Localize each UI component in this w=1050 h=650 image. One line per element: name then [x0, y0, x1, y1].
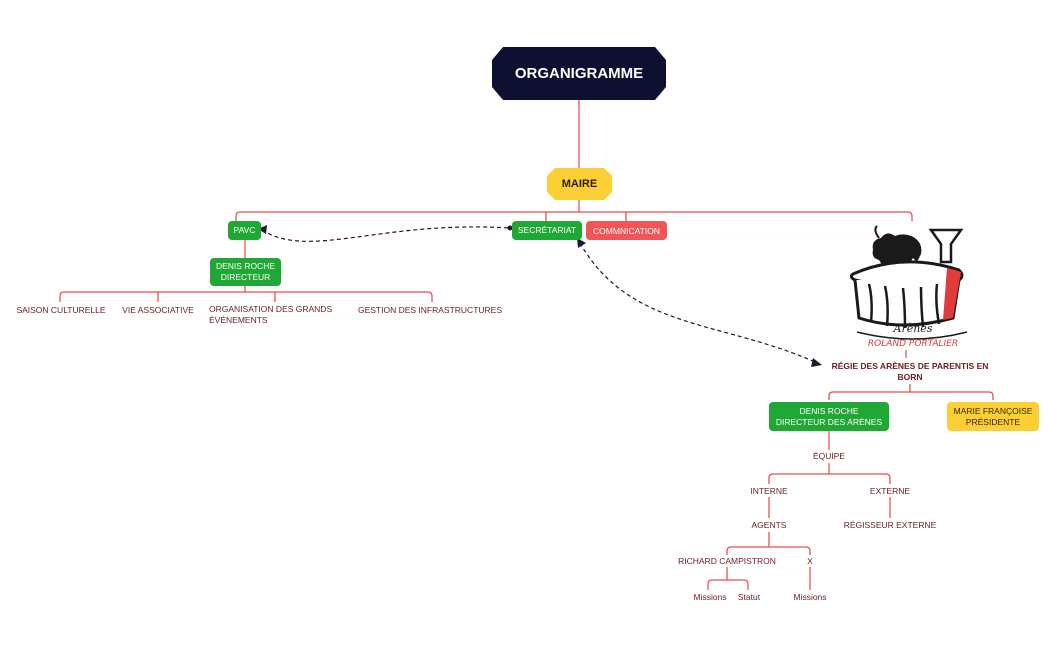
dashed-link-pavc-secretariat	[261, 226, 511, 242]
pavc-director-name: DENIS ROCHE	[215, 261, 276, 271]
arenes-director-node: DENIS ROCHE DIRECTEUR DES ARÈNES	[769, 402, 889, 431]
presidente-role: PRÉSIDENTE	[965, 416, 1021, 427]
arenes-director-role: DIRECTEUR DES ARÈNES	[775, 416, 883, 427]
title-node: ORGANIGRAMME	[514, 65, 644, 82]
grands-evenements-node: ORGANISATION DES GRANDS ÉVÉNEMENTS	[209, 304, 349, 328]
logo-arena-red	[943, 268, 961, 320]
logo-tower	[928, 228, 964, 264]
secretariat-node: SECRÉTARIAT	[512, 221, 582, 240]
grands-evenements-line2: ÉVÉNEMENTS	[209, 315, 268, 325]
presidente-node: MARIE FRANÇOISE PRÉSIDENTE	[947, 402, 1039, 431]
title-hexagon	[492, 47, 666, 100]
statut-node: Statut	[737, 591, 761, 602]
grands-evenements-line1: ORGANISATION DES GRANDS	[209, 304, 333, 314]
pavc-director-role: DIRECTEUR	[220, 272, 271, 282]
saison-culturelle-node: SAISON CULTURELLE	[16, 305, 106, 315]
regisseur-externe-node: RÉGISSEUR EXTERNE	[843, 520, 937, 530]
logo-banner	[856, 331, 968, 340]
externe-node: EXTERNE	[869, 485, 911, 496]
equipe-node: ÉQUIPE	[812, 451, 846, 461]
regie-line1: RÉGIE DES ARÈNES DE PARENTIS EN	[831, 360, 989, 371]
connector-maire-bus	[235, 200, 913, 221]
richard-campistron-node: RICHARD CAMPISTRON	[678, 555, 776, 566]
connector-agents-bus	[726, 532, 811, 555]
x-node: X	[807, 555, 813, 566]
logo-name-text: Arènes	[893, 322, 933, 335]
arenes-logo: Arènes ROLAND PORTALIER	[849, 225, 968, 349]
connector-director-bus	[59, 286, 433, 302]
logo-horn	[874, 225, 880, 239]
interne-node: INTERNE	[750, 485, 788, 496]
maire-node: MAIRE	[561, 178, 598, 190]
dot-secretariat	[507, 225, 513, 231]
connectors	[59, 100, 994, 590]
regie-line2: BORN	[897, 371, 923, 382]
communication-node: COMMNICATION	[586, 221, 667, 240]
maire-hexagon	[547, 168, 612, 200]
arrowhead-regie	[811, 358, 822, 367]
missions-node-1: Missions	[693, 591, 727, 602]
regie-node: RÉGIE DES ARÈNES DE PARENTIS EN BORN	[815, 359, 1005, 384]
connector-richard-bus	[707, 567, 749, 590]
dashed-links	[258, 225, 822, 367]
arrowhead-secretariat	[577, 238, 586, 248]
vie-associative-node: VIE ASSOCIATIVE	[122, 305, 194, 315]
logo-subtitle-text: ROLAND PORTALIER	[868, 339, 958, 349]
pavc-node: PAVC	[228, 221, 261, 240]
connector-equipe-bus	[768, 463, 891, 484]
arenes-director-name: DENIS ROCHE	[799, 405, 859, 416]
arrowhead-pavc	[258, 225, 267, 234]
connector-regie-bus	[828, 384, 994, 400]
agents-node: AGENTS	[751, 520, 787, 530]
infrastructures-node: GESTION DES INFRASTRUCTURES	[357, 305, 503, 315]
logo-arches	[867, 283, 941, 329]
logo-bull	[872, 233, 922, 266]
missions-node-2: Missions	[793, 591, 827, 602]
dashed-link-secretariat-regie	[579, 242, 816, 363]
presidente-name: MARIE FRANÇOISE	[953, 405, 1033, 416]
pavc-director-node: DENIS ROCHE DIRECTEUR	[210, 258, 281, 286]
